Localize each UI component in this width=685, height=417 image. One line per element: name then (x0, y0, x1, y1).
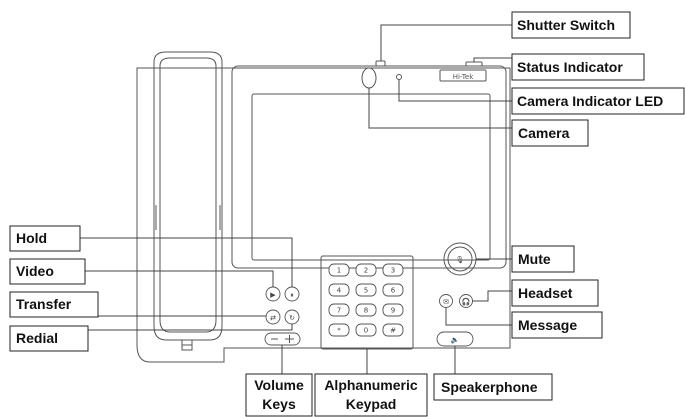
headset-button[interactable]: 🎧 (459, 294, 473, 308)
keypad-key[interactable]: 4 (328, 283, 350, 297)
svg-text:🔈: 🔈 (451, 336, 460, 344)
keypad-key[interactable]: 1 (328, 263, 350, 277)
callout-camera-indicator-led: Camera Indicator LED (511, 87, 685, 115)
keypad-key[interactable]: * (328, 323, 350, 337)
handset (153, 51, 223, 351)
keypad-key-label: 3 (391, 267, 395, 275)
leader-message (445, 308, 512, 326)
callout-headset: Headset (511, 279, 599, 307)
callout-speakerphone: Speakerphone (433, 373, 553, 401)
label-mute: Mute (518, 251, 551, 267)
callout-shutter-switch: Shutter Switch (511, 11, 631, 39)
callout-video: Video (9, 258, 86, 285)
callout-camera: Camera (511, 119, 589, 147)
callout-redial: Redial (9, 325, 89, 352)
speakerphone-button[interactable]: 🔈 (436, 331, 474, 347)
svg-text:🎙: 🎙 (456, 256, 465, 264)
alphanumeric-keypad: 1 2 3 4 5 6 7 8 9 * 0 # (328, 263, 404, 337)
keypad-key-label: 2 (364, 267, 368, 275)
label-volume-keys-line1: Volume (254, 377, 304, 393)
label-volume-keys-line2: Keys (262, 396, 296, 412)
label-status-indicator: Status Indicator (517, 59, 623, 75)
label-shutter-switch: Shutter Switch (517, 17, 615, 33)
phone-base-outline (136, 67, 511, 363)
message-button[interactable]: ✉ (439, 294, 453, 308)
video-button[interactable]: ▶ (265, 286, 281, 302)
keypad-key-label: # (390, 327, 396, 335)
label-camera-indicator-led: Camera Indicator LED (517, 93, 663, 109)
svg-text:Hi-Tek: Hi-Tek (453, 73, 474, 81)
svg-text:⇄: ⇄ (270, 314, 276, 322)
keypad-key[interactable]: 9 (382, 303, 404, 317)
keypad-key[interactable]: # (382, 323, 404, 337)
camera (361, 67, 377, 89)
status-indicator (465, 61, 483, 67)
keypad-key-label: 0 (364, 327, 368, 335)
volume-keys[interactable] (264, 332, 301, 346)
keypad-key[interactable]: 7 (328, 303, 350, 317)
callout-status-indicator: Status Indicator (511, 53, 645, 81)
label-camera: Camera (518, 125, 570, 141)
svg-text:▶: ▶ (270, 291, 276, 299)
redial-button[interactable]: ↻ (284, 309, 300, 325)
keypad-key[interactable]: 5 (355, 283, 377, 297)
label-alphanumeric-line1: Alphanumeric (324, 377, 418, 393)
keypad-key-label: * (337, 327, 341, 335)
keypad-key[interactable]: 6 (382, 283, 404, 297)
label-message: Message (518, 317, 577, 333)
keypad-key[interactable]: 0 (355, 323, 377, 337)
leader-shutter-switch (380, 24, 512, 61)
leader-status-indicator (473, 57, 512, 62)
keypad-key-label: 1 (337, 267, 341, 275)
keypad-key-label: 5 (364, 287, 368, 295)
camera-indicator-led (396, 74, 402, 80)
hold-button[interactable]: ⏸ (284, 286, 300, 302)
callout-hold: Hold (9, 225, 81, 252)
label-redial: Redial (16, 330, 58, 346)
keypad-key-label: 8 (364, 307, 368, 315)
phone-body: Hi-Tek 🎙 ⏸ ▶ ⇄ ↻ (136, 51, 511, 363)
leader-headset (472, 290, 512, 302)
keypad-key[interactable]: 2 (355, 263, 377, 277)
leader-camera-indicator-led (398, 80, 512, 102)
keypad-key-label: 6 (391, 287, 396, 295)
label-alphanumeric-line2: Keypad (346, 396, 397, 412)
transfer-button[interactable]: ⇄ (265, 309, 281, 325)
leader-speakerphone (440, 346, 456, 379)
leader-hold (80, 237, 293, 287)
svg-text:⏸: ⏸ (290, 291, 294, 299)
mute-button[interactable]: 🎙 (443, 242, 477, 276)
svg-text:✉: ✉ (443, 298, 449, 306)
callout-volume-keys: Volume Keys (245, 373, 313, 417)
brand-logo: Hi-Tek (439, 69, 487, 82)
keypad-key-label: 7 (337, 307, 341, 315)
keypad-key[interactable]: 8 (355, 303, 377, 317)
label-hold: Hold (16, 230, 47, 246)
callout-message: Message (511, 311, 603, 339)
keypad-key[interactable]: 3 (382, 263, 404, 277)
label-speakerphone: Speakerphone (441, 379, 538, 395)
callout-transfer: Transfer (9, 291, 99, 318)
keypad-key-label: 9 (391, 307, 395, 315)
display-screen (251, 93, 491, 261)
svg-text:🎧: 🎧 (462, 297, 471, 306)
callout-mute: Mute (511, 245, 575, 273)
leader-video (85, 270, 274, 287)
leader-redial (88, 324, 293, 331)
label-transfer: Transfer (16, 296, 72, 312)
svg-text:↻: ↻ (289, 314, 295, 322)
label-headset: Headset (518, 285, 573, 301)
callout-alphanumeric-keypad: Alphanumeric Keypad (314, 373, 428, 417)
label-video: Video (16, 263, 54, 279)
keypad-key-label: 4 (337, 287, 342, 295)
shutter-switch[interactable] (375, 60, 386, 67)
leader-camera (368, 88, 512, 129)
leader-lines (80, 24, 512, 379)
